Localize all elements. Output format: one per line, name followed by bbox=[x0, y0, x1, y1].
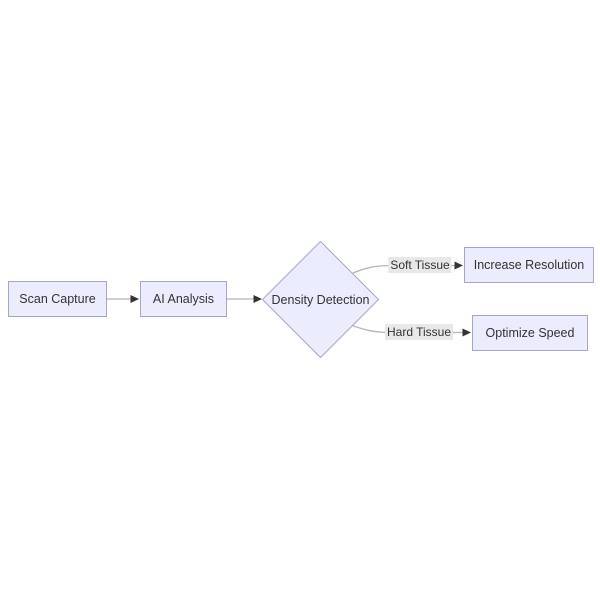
node-scan-capture-label: Scan Capture bbox=[19, 292, 96, 306]
node-ai-analysis-label: AI Analysis bbox=[152, 292, 215, 306]
arrowhead-icon bbox=[253, 295, 262, 303]
node-ai-analysis: AI Analysis bbox=[140, 281, 227, 317]
edge-label-hard-tissue: Hard Tissue bbox=[384, 323, 454, 340]
node-optimize-speed: Optimize Speed bbox=[472, 315, 588, 351]
node-density-detection-label: Density Detection bbox=[271, 292, 370, 307]
node-scan-capture: Scan Capture bbox=[8, 281, 107, 317]
node-increase-resolution-label: Increase Resolution bbox=[473, 258, 585, 272]
edge-label-soft-tissue: Soft Tissue bbox=[388, 256, 452, 273]
node-density-detection: Density Detection bbox=[261, 240, 380, 359]
arrowhead-icon bbox=[454, 261, 463, 270]
node-optimize-speed-label: Optimize Speed bbox=[485, 326, 575, 340]
arrowhead-icon bbox=[462, 328, 471, 337]
arrowhead-icon bbox=[130, 295, 139, 303]
node-increase-resolution: Increase Resolution bbox=[464, 247, 594, 283]
